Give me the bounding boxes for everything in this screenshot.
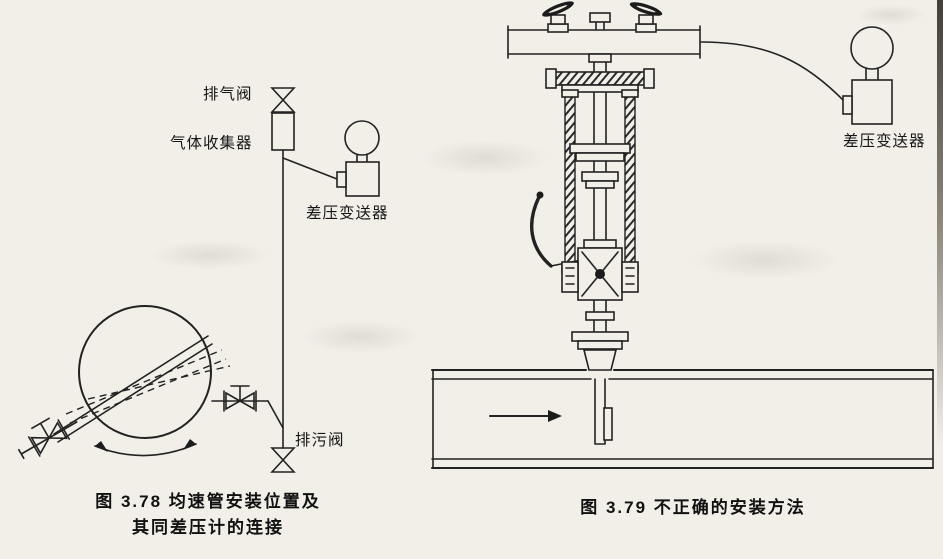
label-dp-transmitter-left: 差压变送器 bbox=[306, 205, 389, 222]
label-dp-transmitter-right: 差压变送器 bbox=[843, 133, 926, 150]
shutoff-valve-right-icon bbox=[629, 2, 663, 33]
drain-valve-icon bbox=[270, 447, 296, 473]
transmitter-connection-line-left bbox=[282, 157, 338, 180]
mounting-flange bbox=[545, 68, 655, 93]
figure-378-caption-line2: 其同差压计的连接 bbox=[132, 518, 284, 537]
threaded-rod-left bbox=[561, 89, 579, 274]
process-pipe bbox=[431, 369, 934, 469]
insertion-probe bbox=[594, 378, 613, 445]
left-isolation-valve-icon bbox=[17, 417, 78, 460]
pipe-cross-section-circle bbox=[78, 305, 212, 439]
scan-artifact bbox=[856, 4, 926, 26]
scan-artifact bbox=[420, 140, 550, 176]
gauge-dial bbox=[344, 120, 380, 156]
exhaust-valve-icon bbox=[270, 87, 296, 113]
flow-arrow bbox=[489, 410, 562, 422]
averaging-tube-dashed bbox=[65, 349, 231, 424]
lower-flange bbox=[571, 311, 629, 371]
gas-collector-icon bbox=[271, 112, 295, 151]
valve-to-drain-line bbox=[267, 400, 284, 429]
averaging-tube-solid bbox=[53, 335, 213, 443]
page-edge-shadow bbox=[937, 0, 943, 559]
figure-379-drawing bbox=[431, 1, 934, 469]
valve-body bbox=[561, 239, 639, 301]
union-fitting bbox=[588, 53, 612, 63]
dp-transmitter-icon-right bbox=[842, 26, 894, 125]
scan-artifact bbox=[690, 240, 840, 280]
figure-378-drawing bbox=[17, 87, 380, 473]
mounting-column bbox=[593, 53, 607, 371]
dp-transmitter-icon-left bbox=[336, 120, 380, 197]
label-drain-valve: 排污阀 bbox=[295, 432, 345, 449]
label-exhaust-valve: 排气阀 bbox=[203, 86, 253, 103]
top-plug-icon bbox=[589, 12, 611, 31]
transmitter-connection-line-right bbox=[700, 41, 846, 103]
gauge-dial bbox=[850, 26, 894, 70]
scan-artifact bbox=[300, 320, 420, 354]
figure-378-caption-line1: 图 3.78 均速管安装位置及 bbox=[95, 492, 321, 511]
label-gas-collector: 气体收集器 bbox=[170, 135, 253, 152]
figure-378-caption: 图 3.78 均速管安装位置及 其同差压计的连接 bbox=[58, 489, 358, 541]
right-isolation-valve-icon bbox=[211, 385, 269, 412]
shutoff-valve-left-icon bbox=[542, 1, 574, 33]
scan-artifact bbox=[150, 240, 270, 270]
figure-379-caption: 图 3.79 不正确的安装方法 bbox=[580, 498, 806, 517]
rotation-arrow bbox=[94, 439, 197, 457]
gland-flange bbox=[569, 143, 631, 189]
threaded-rod-right bbox=[621, 89, 639, 274]
